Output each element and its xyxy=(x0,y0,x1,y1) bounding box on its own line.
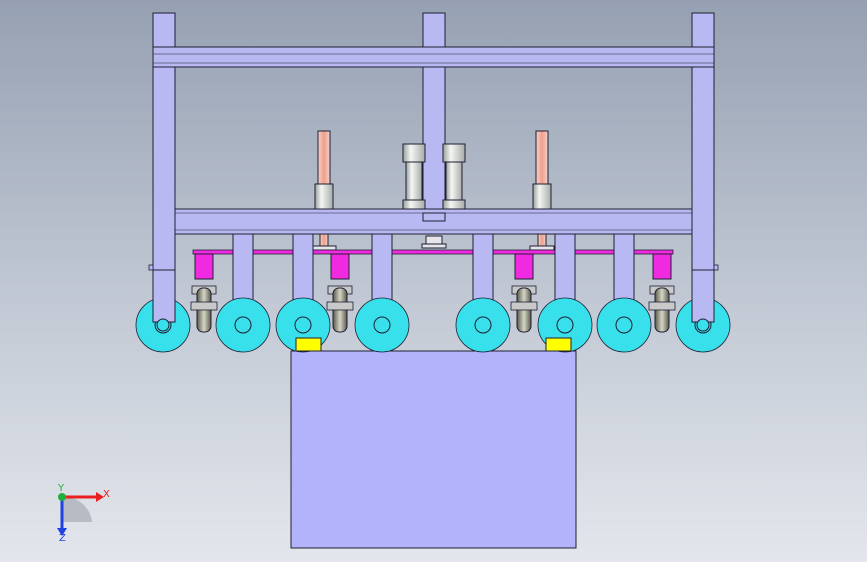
center-cylinder-left xyxy=(402,143,426,210)
wheels xyxy=(135,297,731,353)
right-cylinder-body xyxy=(532,183,552,210)
right-lug xyxy=(713,264,719,271)
bracket xyxy=(652,253,672,280)
center-post xyxy=(422,12,446,222)
y-axis-dot xyxy=(58,493,66,501)
left-lug xyxy=(148,264,154,271)
brackets xyxy=(194,253,672,280)
y-axis-label: Y xyxy=(57,483,65,494)
wheel xyxy=(455,297,511,353)
left-cylinder-body xyxy=(314,183,334,210)
base-block xyxy=(290,350,577,549)
bracket xyxy=(330,253,350,280)
right-cylinder-rod xyxy=(535,130,549,186)
right-cylinder xyxy=(532,130,552,210)
guide-roller xyxy=(326,285,354,333)
left-cylinder-rod xyxy=(317,130,331,186)
center-cylinder-right xyxy=(442,143,466,210)
guide-roller xyxy=(510,285,538,333)
wheel xyxy=(596,297,652,353)
left-cylinder xyxy=(314,130,334,210)
x-axis-arrow xyxy=(96,492,104,502)
center-post-cap xyxy=(422,212,446,222)
axis-triad: X Y Z xyxy=(57,483,110,544)
guide-roller xyxy=(648,285,676,333)
wheel xyxy=(354,297,410,353)
guide-rollers xyxy=(190,285,676,333)
axle-hubs xyxy=(156,318,710,332)
pad xyxy=(545,337,572,352)
rod-flanges xyxy=(311,235,555,251)
z-axis-arrow xyxy=(57,528,67,536)
wheel xyxy=(215,297,271,353)
pads xyxy=(295,337,572,352)
upper-frame xyxy=(152,12,715,332)
linkage-bar xyxy=(192,249,674,255)
guide-roller xyxy=(190,285,218,333)
x-axis-label: X xyxy=(103,489,110,500)
bracket xyxy=(514,253,534,280)
top-crossbeam xyxy=(152,46,715,68)
pad xyxy=(295,337,322,352)
z-axis-label: Z xyxy=(59,533,66,544)
bracket xyxy=(194,253,214,280)
